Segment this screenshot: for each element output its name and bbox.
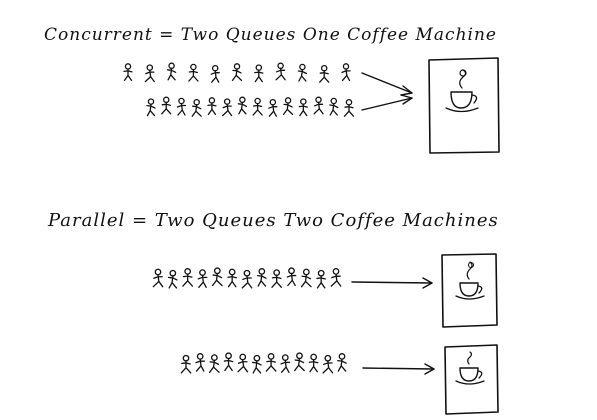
coffee-cup-icon	[455, 261, 485, 300]
parallel-queue-top	[152, 267, 342, 289]
parallel-queue-bottom	[180, 352, 347, 374]
stick-figure-icon	[268, 98, 278, 117]
stick-figure-icon	[337, 353, 347, 372]
stick-figure-icon	[252, 354, 262, 374]
stick-figure-icon	[282, 97, 294, 116]
stick-figure-icon	[223, 352, 234, 372]
coffee-machine-icon	[444, 344, 499, 415]
stick-figure-icon	[197, 269, 208, 288]
coffee-cup-icon	[445, 69, 479, 113]
stick-figure-icon	[161, 96, 172, 115]
stick-figure-icon	[166, 62, 177, 81]
stick-figure-icon	[297, 63, 308, 82]
stick-figure-icon	[237, 96, 248, 115]
stick-figure-icon	[176, 97, 187, 116]
concurrent-section: Concurrent = Two Queues One Coffee Machi…	[44, 25, 500, 154]
stick-figure-icon	[167, 269, 178, 289]
stick-figure-icon	[343, 98, 355, 117]
stick-figure-icon	[123, 63, 133, 82]
arrow-right-icon	[362, 363, 435, 375]
stick-figure-icon	[207, 97, 217, 116]
stick-figure-icon	[144, 64, 155, 83]
stick-figure-icon	[256, 268, 267, 287]
stick-figure-icon	[330, 268, 342, 287]
stick-figure-icon	[231, 63, 243, 82]
stick-figure-icon	[241, 269, 253, 289]
stick-figure-icon	[252, 97, 263, 116]
stick-figure-icon	[294, 352, 305, 372]
concurrent-queue-top	[123, 62, 351, 83]
stick-figure-icon	[275, 62, 286, 81]
parallel-section: Parallel = Two Queues Two Coffee Machine…	[47, 210, 499, 415]
stick-figure-icon	[308, 353, 319, 373]
stick-figure-icon	[319, 64, 330, 83]
stick-figure-icon	[271, 269, 283, 288]
parallel-title: Parallel = Two Queues Two Coffee Machine…	[47, 210, 499, 231]
arrow-right-icon	[351, 277, 433, 289]
concurrent-queue-bottom	[146, 96, 355, 117]
arrow-right-icon	[361, 94, 413, 111]
stick-figure-icon	[195, 353, 206, 372]
arrow-right-icon	[361, 72, 413, 96]
stick-figure-icon	[191, 98, 202, 117]
stick-figure-icon	[146, 98, 156, 117]
stick-figure-icon	[280, 354, 291, 373]
stick-figure-icon	[313, 96, 324, 115]
coffee-machine-icon	[428, 57, 500, 154]
concurrent-title: Concurrent = Two Queues One Coffee Machi…	[44, 25, 497, 45]
stick-figure-icon	[222, 98, 233, 117]
stick-figure-icon	[298, 98, 308, 117]
stick-figure-icon	[182, 268, 194, 287]
stick-figure-icon	[341, 63, 351, 82]
stick-figure-icon	[329, 97, 339, 116]
stick-figure-icon	[322, 354, 334, 374]
stick-figure-icon	[286, 267, 297, 287]
stick-figure-icon	[210, 64, 220, 83]
stick-figure-icon	[188, 63, 199, 82]
stick-figure-icon	[254, 64, 264, 83]
stick-figure-icon	[152, 268, 164, 288]
stick-figure-icon	[227, 268, 238, 288]
coffee-cup-icon	[455, 351, 485, 385]
stick-figure-icon	[300, 268, 312, 288]
stick-figure-icon	[265, 353, 277, 372]
stick-figure-icon	[211, 267, 223, 287]
coffee-machine-icon	[441, 253, 498, 328]
stick-figure-icon	[316, 269, 327, 289]
stick-figure-icon	[180, 354, 192, 374]
stick-figure-icon	[237, 353, 249, 373]
stick-figure-icon	[208, 354, 220, 373]
